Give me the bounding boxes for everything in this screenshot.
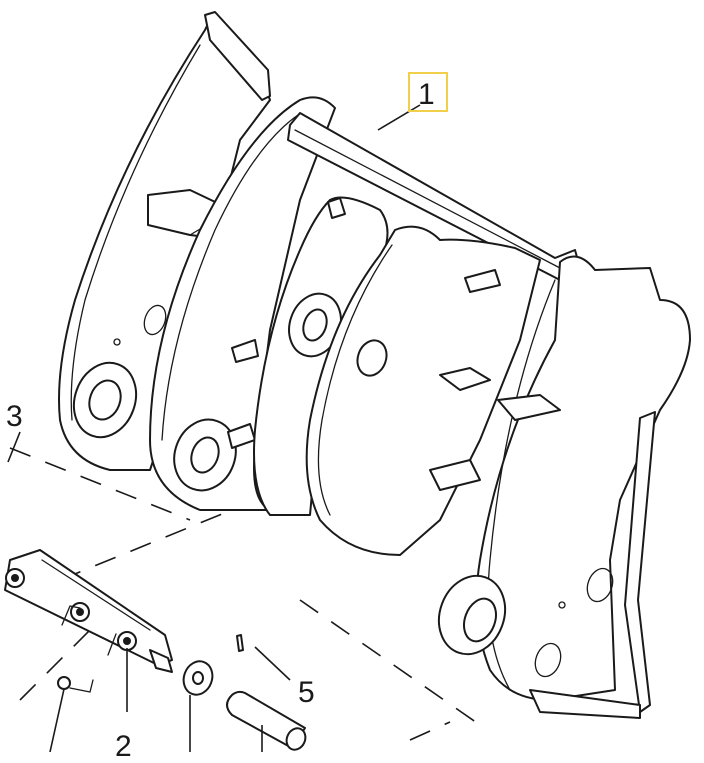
intermediate-plate-1	[149, 96, 336, 511]
callout-label-1[interactable]: 1	[418, 78, 435, 111]
front-side-plate	[437, 255, 691, 719]
intermediate-plate-2	[253, 196, 389, 516]
rear-side-plate	[58, 11, 271, 471]
roll-pin	[236, 634, 244, 652]
intermediate-plate-3	[305, 225, 541, 556]
washer	[182, 660, 214, 696]
callout-label-2[interactable]: 2	[115, 730, 132, 763]
pin-bar	[4, 549, 173, 673]
callout-label-3[interactable]: 3	[6, 400, 23, 433]
callout-1-highlight-box	[408, 72, 448, 112]
pin	[226, 690, 307, 751]
leader-lines	[7, 104, 421, 752]
callout-label-5[interactable]: 5	[298, 676, 315, 709]
